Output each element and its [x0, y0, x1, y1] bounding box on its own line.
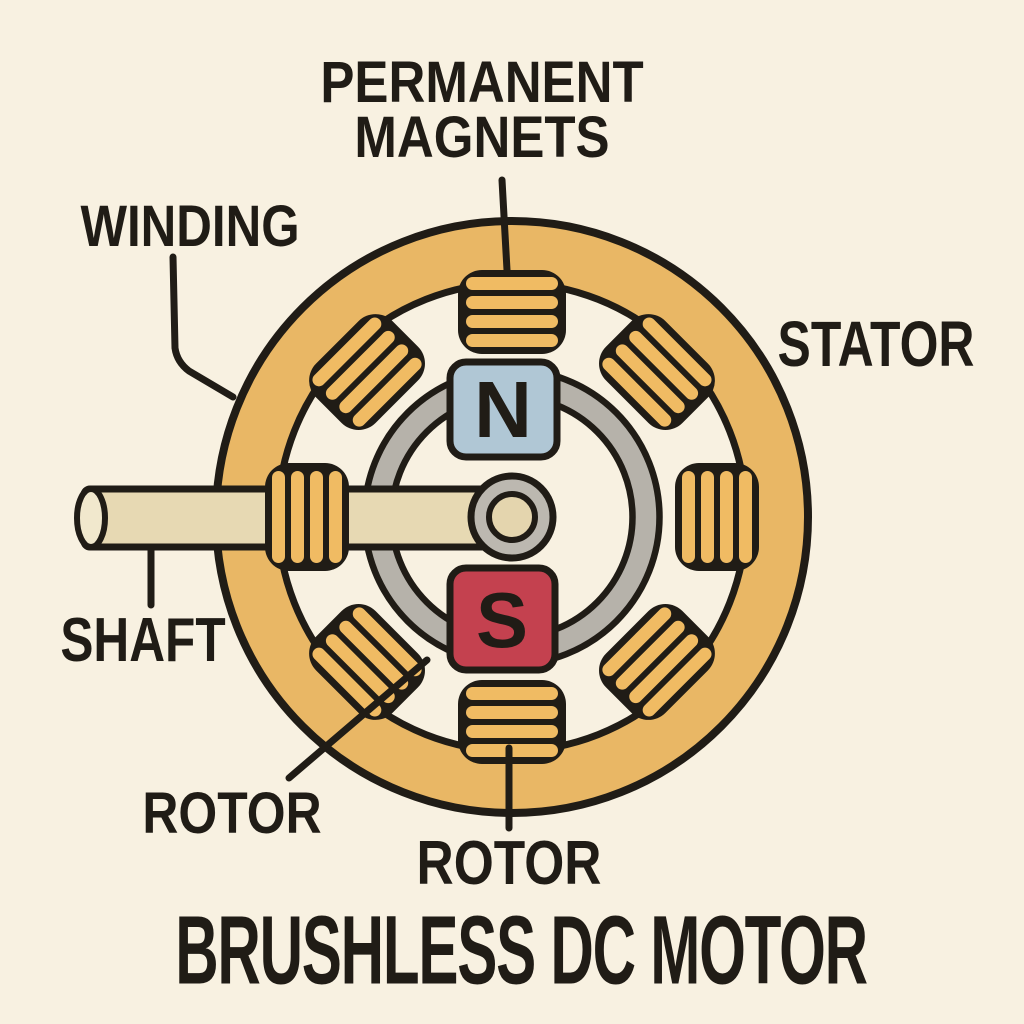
coil-upper-left [309, 314, 425, 430]
coil-lower-right [599, 604, 715, 720]
windings [265, 270, 759, 764]
shaft-end-cap [74, 486, 108, 550]
leader-rotor-left [285, 656, 431, 782]
label-winding: WINDING [80, 194, 300, 259]
hub-center [486, 491, 538, 543]
label-shaft: SHAFT [60, 606, 226, 675]
label-permanent-magnets: PERMANENT MAGNETS [320, 50, 644, 170]
leader-winding [169, 253, 237, 401]
label-permanent-magnets-line2: MAGNETS [354, 105, 610, 170]
magnet-north-letter: N [474, 365, 532, 454]
hub [467, 472, 557, 562]
label-rotor-bottom: ROTOR [416, 829, 602, 898]
leader-permanent-magnets [498, 176, 511, 274]
coil-right [675, 463, 759, 571]
magnet-south-letter: S [476, 576, 528, 664]
label-rotor-left: ROTOR [142, 781, 322, 846]
coil-upper-right [599, 314, 715, 430]
leader-lines [147, 176, 513, 832]
magnet-south: S [446, 564, 559, 674]
label-stator: STATOR [777, 308, 975, 380]
coil-top [458, 270, 566, 354]
magnet-north: N [446, 358, 561, 461]
diagram-title: BRUSHLESS DC MOTOR [175, 895, 868, 1005]
coil-left [265, 463, 349, 571]
label-permanent-magnets-line1: PERMANENT [320, 50, 644, 115]
